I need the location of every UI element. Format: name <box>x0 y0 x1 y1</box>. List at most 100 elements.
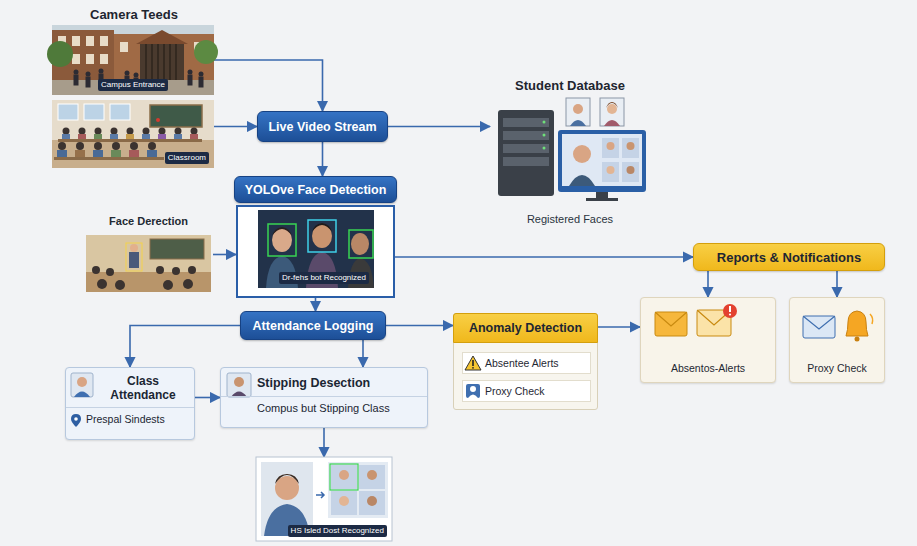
classroom-photo <box>94 134 102 139</box>
recognition-image <box>316 492 324 498</box>
person-icon <box>466 384 480 398</box>
recognition-image <box>339 470 349 480</box>
recognition-image <box>331 491 357 515</box>
avatar-icon <box>234 377 244 387</box>
envelope-icon <box>655 304 737 336</box>
item-label: Absentee Alerts <box>485 357 559 369</box>
panel-title: Anomaly Detection <box>453 313 598 343</box>
campus-photo <box>99 69 104 74</box>
card-title: Class Attendance <box>66 368 194 408</box>
bell-icon <box>855 337 860 342</box>
campus-photo <box>114 34 214 80</box>
campus-photo <box>72 36 80 46</box>
campus-photo <box>188 70 193 75</box>
recognition-image <box>256 457 392 541</box>
campus-photo <box>86 54 94 64</box>
classroom-photo <box>143 128 150 135</box>
recognition-image <box>275 474 299 484</box>
classroom-photo <box>52 140 214 168</box>
campus-photo <box>134 73 139 78</box>
recognition-image <box>359 465 385 489</box>
database-illustration <box>607 104 617 114</box>
process-box: YOLOve Face Detection <box>234 176 398 203</box>
classroom-photo <box>79 128 86 135</box>
campus-photo <box>52 80 214 95</box>
detection-photo <box>150 239 204 259</box>
classroom-photo <box>129 150 139 157</box>
result-card: Class AttendancePrespal Sindests <box>65 367 195 440</box>
classroom-photo <box>147 150 157 157</box>
classroom-photo <box>148 142 156 150</box>
classroom-photo <box>191 128 198 135</box>
envelope-icon <box>697 310 731 325</box>
database-illustration <box>498 110 554 196</box>
classroom-photo <box>58 104 78 120</box>
item-label: Proxy Check <box>485 385 545 397</box>
detection-photo <box>129 252 139 268</box>
process-label: Live Video Stream <box>268 120 376 134</box>
detection-image <box>308 220 336 252</box>
avatar-icon <box>71 373 93 397</box>
campus-photo <box>194 40 218 64</box>
flow-arrow <box>323 428 325 457</box>
classroom-photo <box>58 128 198 151</box>
detection-image <box>258 210 374 288</box>
recognition-image <box>367 470 377 480</box>
process-box: Live Video Stream <box>257 111 388 142</box>
bell-icon <box>803 316 835 329</box>
detection-image <box>258 210 374 288</box>
database-illustration <box>596 192 608 198</box>
card-subtitle: Prespal Sindests <box>66 408 194 431</box>
campus-photo <box>125 76 130 87</box>
classroom-photo <box>150 105 202 127</box>
database-illustration <box>569 175 595 186</box>
detection-image <box>349 230 373 258</box>
campus-photo <box>86 77 91 88</box>
envelope-icon <box>729 306 731 312</box>
classroom-photo <box>158 134 166 139</box>
database-illustration <box>602 138 619 158</box>
classroom-photo <box>57 134 198 157</box>
camera-feed: Campus Entrance <box>52 25 214 95</box>
notification-card: Proxy Check <box>789 297 885 383</box>
campus-photo <box>134 78 139 89</box>
database-illustration <box>503 118 549 127</box>
group-heading-text: Camera Teeds <box>90 7 178 22</box>
detection-image <box>272 228 292 252</box>
database-illustration <box>543 147 546 150</box>
flow-arrow <box>707 271 709 297</box>
notification-card: Absentos-Alerts <box>640 297 776 383</box>
classroom-photo <box>112 142 120 150</box>
campus-photo <box>86 72 91 77</box>
bell-icon <box>846 311 868 336</box>
envelope-icon <box>655 312 687 336</box>
classroom-photo <box>58 139 202 142</box>
card-label: Proxy Check <box>807 362 867 374</box>
envelope-icon <box>655 312 687 326</box>
flow-arrow <box>362 340 364 367</box>
flow-arrow <box>213 254 236 256</box>
classroom-photo <box>62 134 70 139</box>
campus-photo <box>52 30 114 80</box>
database-illustration <box>498 98 646 201</box>
camera-feed: Face Derection <box>84 215 213 294</box>
detection-photo <box>130 244 138 252</box>
detection-photo <box>172 267 180 275</box>
detection-photo <box>188 266 196 274</box>
recognition-image <box>359 491 385 515</box>
campus-photo <box>52 25 214 95</box>
detection-photo <box>86 272 211 292</box>
database-node: Student DatabaseRegistered Faces <box>490 78 650 225</box>
avatar-icon <box>231 392 247 398</box>
pin-icon <box>71 414 81 427</box>
database-illustration <box>573 104 583 114</box>
classroom-photo <box>127 128 134 135</box>
classroom-photo <box>63 128 70 135</box>
person-icon <box>466 384 480 398</box>
recognition-image <box>331 465 357 489</box>
detection-caption: Dr-fehs bot Recognized <box>279 272 369 284</box>
classroom-photo <box>159 128 166 135</box>
warning-icon <box>465 356 481 370</box>
detection-photo <box>97 279 107 289</box>
